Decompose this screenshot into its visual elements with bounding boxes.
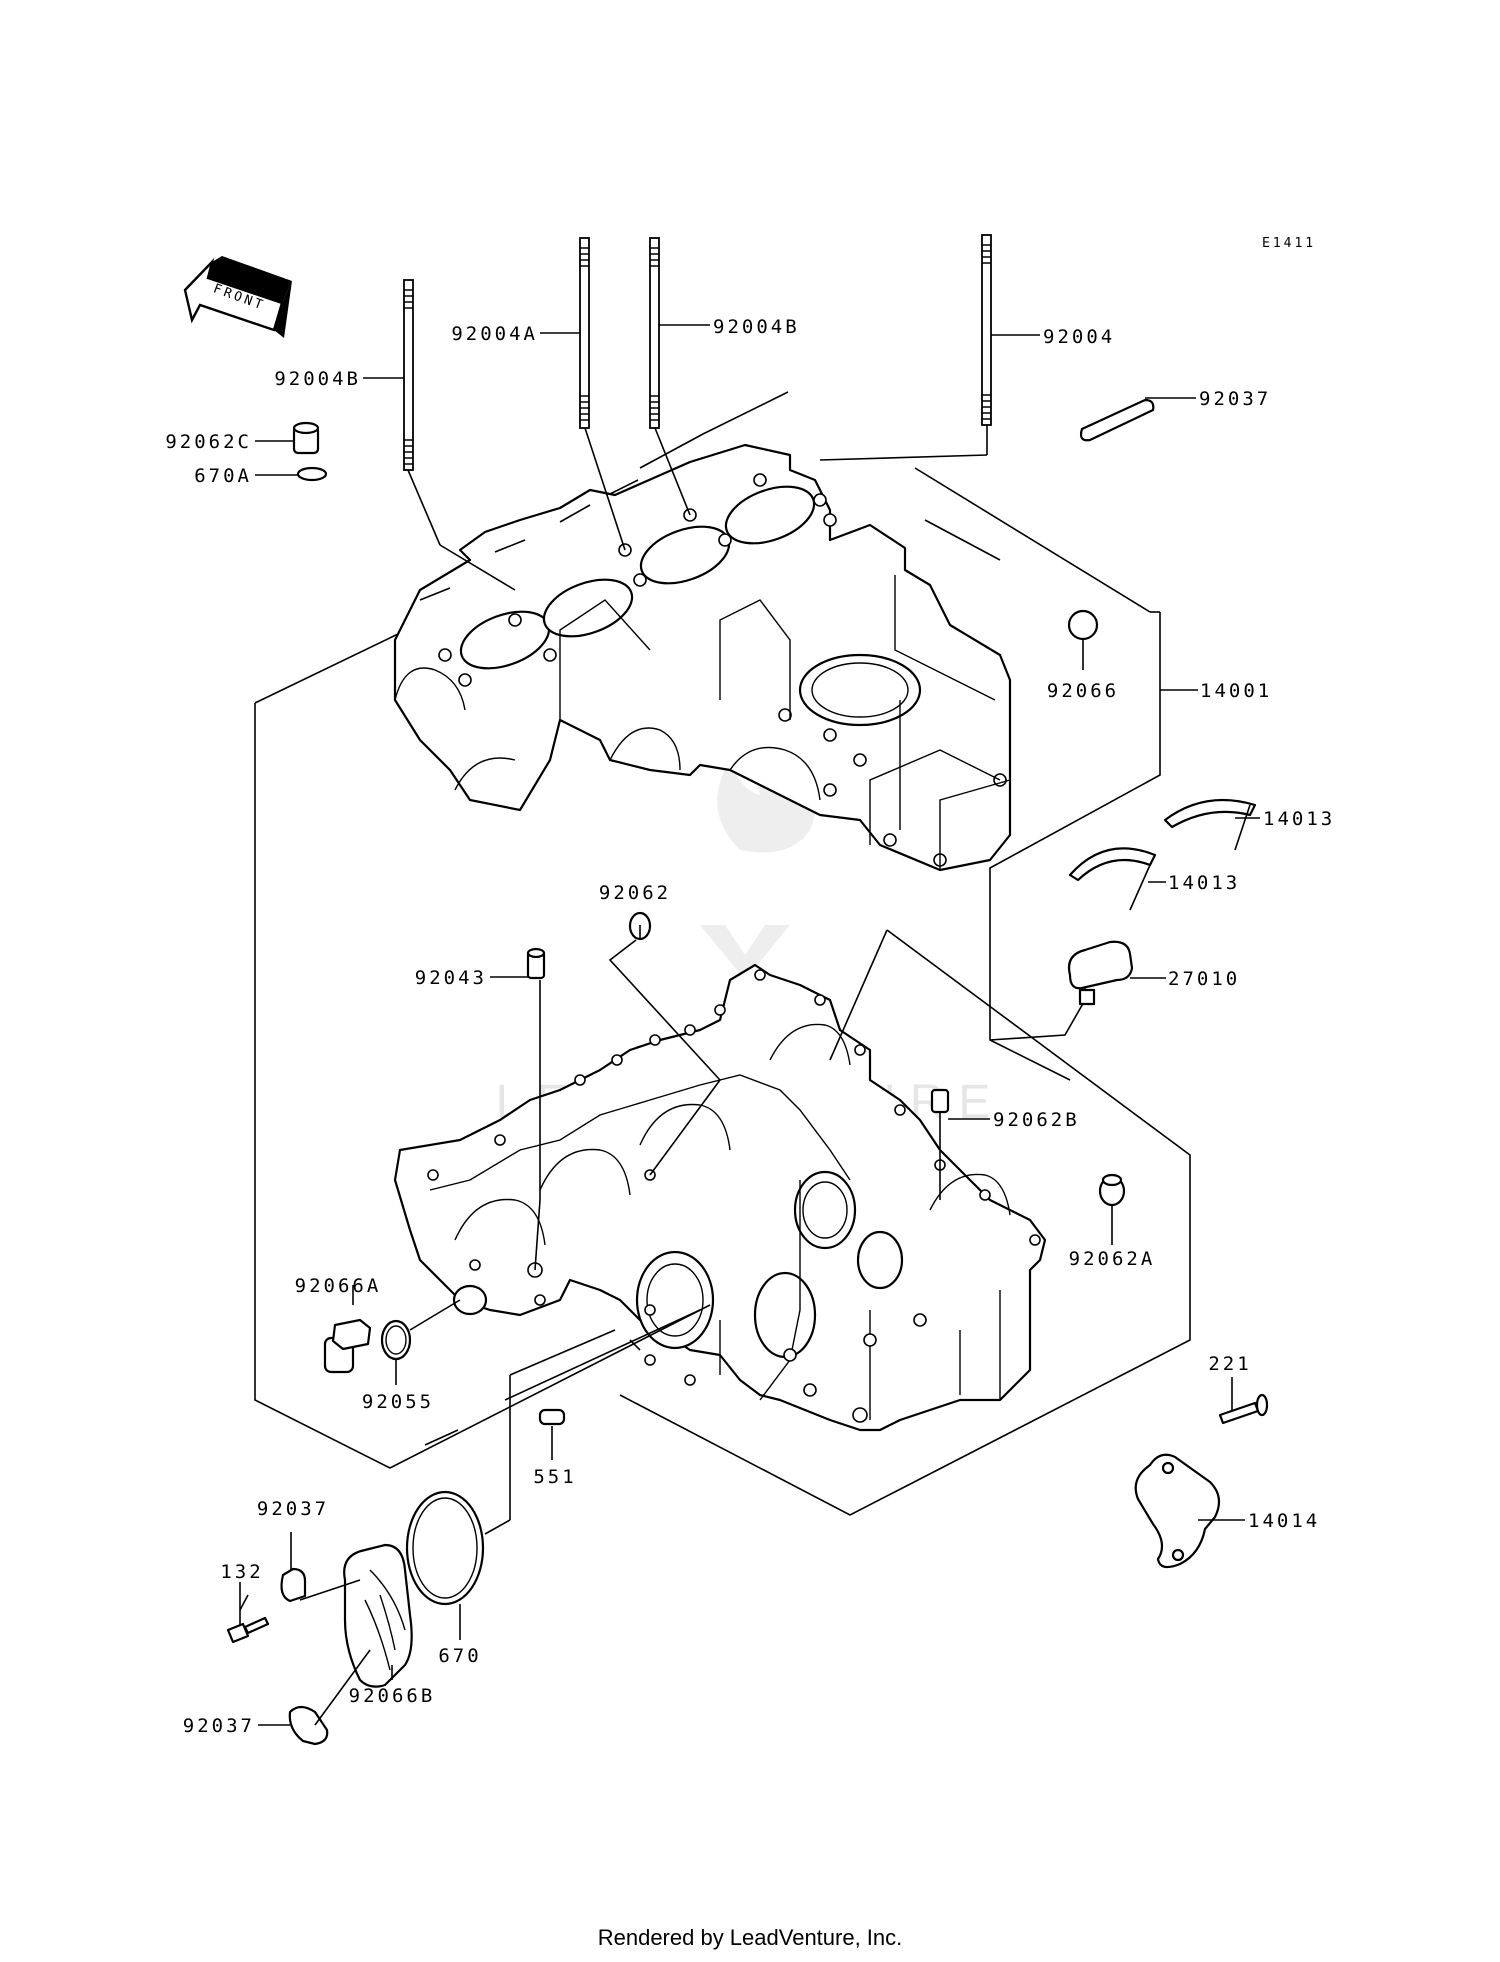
label-551: 551 — [533, 1466, 576, 1488]
label-14014: 14014 — [1248, 1510, 1320, 1532]
label-92062A: 92062A — [1069, 1248, 1156, 1270]
small-parts — [226, 398, 1269, 1746]
label-132: 132 — [220, 1561, 263, 1583]
label-670: 670 — [438, 1645, 481, 1667]
label-14013-b: 14013 — [1168, 872, 1240, 894]
stud-92004 — [819, 234, 992, 461]
label-92004A: 92004A — [451, 323, 538, 345]
label-27010: 27010 — [1168, 968, 1240, 990]
stud-92004B-mid — [649, 237, 691, 516]
label-92066A: 92066A — [295, 1275, 382, 1297]
lower-crankcase — [393, 963, 1047, 1432]
stud-92004B-left — [403, 279, 516, 591]
label-92037-bottom: 92037 — [183, 1715, 255, 1737]
footer-credit: Rendered by LeadVenture, Inc. — [598, 1925, 903, 1950]
label-92066: 92066 — [1047, 680, 1119, 702]
label-92062B: 92062B — [993, 1109, 1080, 1131]
leader-lines — [239, 324, 1260, 1726]
upper-crankcase — [393, 443, 1012, 872]
label-92055: 92055 — [362, 1391, 434, 1413]
label-670A: 670A — [194, 465, 252, 487]
diagram-code: E1411 — [1262, 236, 1316, 251]
assembly-lines — [254, 391, 1191, 1516]
label-92004: 92004 — [1043, 326, 1115, 348]
label-92037-top: 92037 — [1199, 388, 1271, 410]
label-92066B: 92066B — [349, 1685, 436, 1707]
label-221: 221 — [1208, 1353, 1251, 1375]
part-labels: 92004B 92004A 92004B 92004 92037 92062C … — [165, 316, 1335, 1737]
label-92062: 92062 — [599, 882, 671, 904]
label-92037-mid: 92037 — [257, 1498, 329, 1520]
label-92043: 92043 — [415, 967, 487, 989]
stud-bolts — [403, 234, 992, 591]
label-92004B-mid: 92004B — [713, 316, 800, 338]
front-arrow-icon: FRONT — [183, 256, 292, 338]
label-92062C: 92062C — [165, 431, 252, 453]
label-92004B-left: 92004B — [274, 368, 361, 390]
label-14001: 14001 — [1200, 680, 1272, 702]
label-14013-a: 14013 — [1263, 808, 1335, 830]
